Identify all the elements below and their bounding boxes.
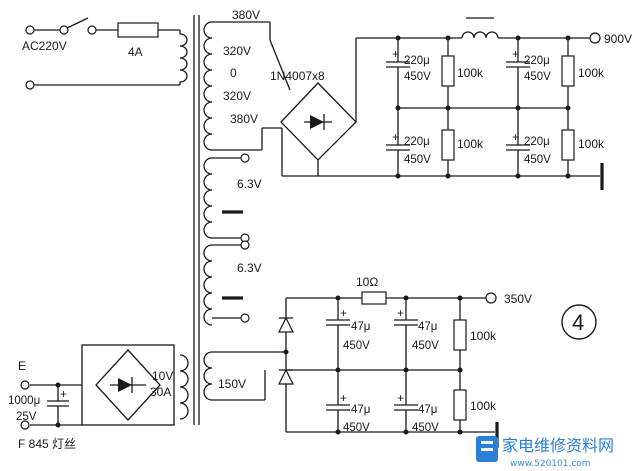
svg-text:+: +	[392, 47, 399, 61]
hv-cap-2-voltage: 450V	[404, 154, 431, 166]
tap-380-bottom: 380V	[230, 112, 258, 126]
watermark-url: www.520101.com	[510, 459, 591, 469]
watermark-name: 家电维修资料网	[502, 436, 614, 455]
150v-winding	[203, 351, 213, 401]
mains-input: AC220V 4A	[22, 17, 188, 90]
mv-resistor-1	[453, 319, 467, 351]
mv-cap-1-voltage: 450V	[343, 340, 370, 352]
filament-terminal-e	[20, 380, 30, 390]
mains-switch-right-terminal	[87, 25, 97, 35]
hv-cap-4-voltage: 450V	[524, 154, 551, 166]
primary-winding	[179, 30, 188, 85]
hv-cap-3-value: 220μ	[524, 55, 550, 67]
hv-resistor-4-label: 100k	[578, 137, 605, 151]
mv-diode-2	[278, 368, 294, 385]
heater-winding-1: 6.3V	[203, 153, 262, 243]
series-resistor-10	[361, 291, 387, 305]
tap-380-top: 380V	[232, 8, 260, 22]
svg-text:+: +	[392, 130, 399, 144]
svg-text:+: +	[397, 391, 404, 405]
tap-320-top: 320V	[223, 44, 251, 58]
heater-winding-2: 6.3V	[203, 240, 262, 326]
rectifier-label: 1N4007x8	[270, 69, 325, 83]
fuse-label: 4A	[128, 45, 143, 59]
figure-number: 4	[572, 310, 584, 335]
choke	[461, 31, 499, 39]
10v-label: 10V	[152, 369, 173, 383]
hv-secondary-winding	[203, 21, 213, 151]
mv-cap-2-value: 47μ	[351, 404, 370, 416]
hv-resistor-3-label: 100k	[578, 66, 605, 80]
10v-winding	[179, 354, 189, 420]
tap-320-bottom: 320V	[223, 89, 251, 103]
mv-output-label: 350V	[504, 292, 532, 306]
figure-number-badge: 4	[561, 304, 597, 340]
hv-bridge-diode-icon	[310, 115, 324, 129]
svg-text:+: +	[512, 47, 519, 61]
mains-terminal-bottom	[25, 80, 35, 90]
hv-resistor-2	[441, 129, 455, 161]
hv-resistor-3	[561, 55, 575, 87]
hv-cap-1-value: 220μ	[404, 55, 430, 67]
mv-output-terminal	[485, 292, 497, 304]
filament-bridge-diode-icon	[118, 378, 132, 392]
hv-resistor-4	[561, 129, 575, 161]
heater-1-label: 6.3V	[237, 177, 262, 191]
hv-secondary: 380V 320V 0 320V 380V	[203, 8, 291, 151]
hv-cap-2-value: 220μ	[404, 136, 430, 148]
mains-switch-left-terminal	[59, 25, 69, 35]
mv-cap-3-voltage: 450V	[412, 340, 439, 352]
svg-text:+: +	[512, 130, 519, 144]
mv-resistor-2	[453, 389, 467, 421]
hv-resistor-1-label: 100k	[457, 66, 484, 80]
heater-2-label: 6.3V	[237, 261, 262, 275]
mv-cap-3-value: 47μ	[418, 321, 437, 333]
mv-supply: 150V 350V 10Ω + + 47μ 450V 47μ 450V	[203, 275, 532, 448]
mv-cap-1-value: 47μ	[351, 321, 370, 333]
svg-text:+: +	[340, 391, 347, 405]
150v-label: 150V	[218, 377, 246, 391]
mv-diode-1	[278, 316, 294, 333]
hv-bank-1: + + 220μ 450V 220μ 450V 100k 100k	[386, 38, 484, 176]
hv-resistor-2-label: 100k	[457, 137, 484, 151]
hv-cap-3-voltage: 450V	[524, 71, 551, 83]
hv-cap-1-voltage: 450V	[404, 71, 431, 83]
hv-resistor-1	[441, 55, 455, 87]
series-resistor-label: 10Ω	[356, 275, 378, 289]
hv-output-terminal	[589, 32, 601, 44]
fuse	[117, 22, 159, 38]
mv-cap-4-voltage: 450V	[412, 422, 439, 434]
hv-bridge-rectifier: 1N4007x8	[270, 38, 357, 177]
mv-cap-2-voltage: 450V	[343, 422, 370, 434]
hv-cap-4-value: 220μ	[524, 136, 550, 148]
filament-cap-voltage: 25V	[16, 411, 37, 423]
svg-text:+: +	[340, 306, 347, 320]
filament-cap-value: 1000μ	[8, 395, 40, 407]
ac-input-label: AC220V	[22, 39, 67, 53]
mv-resistor-2-label: 100k	[470, 399, 497, 413]
mv-resistor-1-label: 100k	[470, 329, 497, 343]
svg-text:+: +	[60, 387, 67, 401]
filament-supply: 10V 30A E + 1000μ 25V F 845 灯丝	[8, 344, 189, 451]
terminal-e-label: E	[18, 359, 26, 373]
svg-text:+: +	[397, 306, 404, 320]
mains-switch	[66, 17, 89, 29]
mains-terminal-top	[25, 25, 35, 35]
hv-output-label: 900V	[604, 32, 632, 46]
10v-current-label: 30A	[150, 385, 171, 399]
watermark: 家电维修资料网 www.520101.com	[476, 436, 614, 469]
mv-cap-4-value: 47μ	[418, 404, 437, 416]
hv-bank-2: + + 220μ 450V 220μ 450V 100k 100k	[506, 38, 605, 176]
filament-bridge	[95, 349, 161, 421]
filament-terminal-f	[20, 420, 30, 430]
filament-label: F 845 灯丝	[18, 437, 76, 451]
tap-0: 0	[230, 66, 237, 80]
